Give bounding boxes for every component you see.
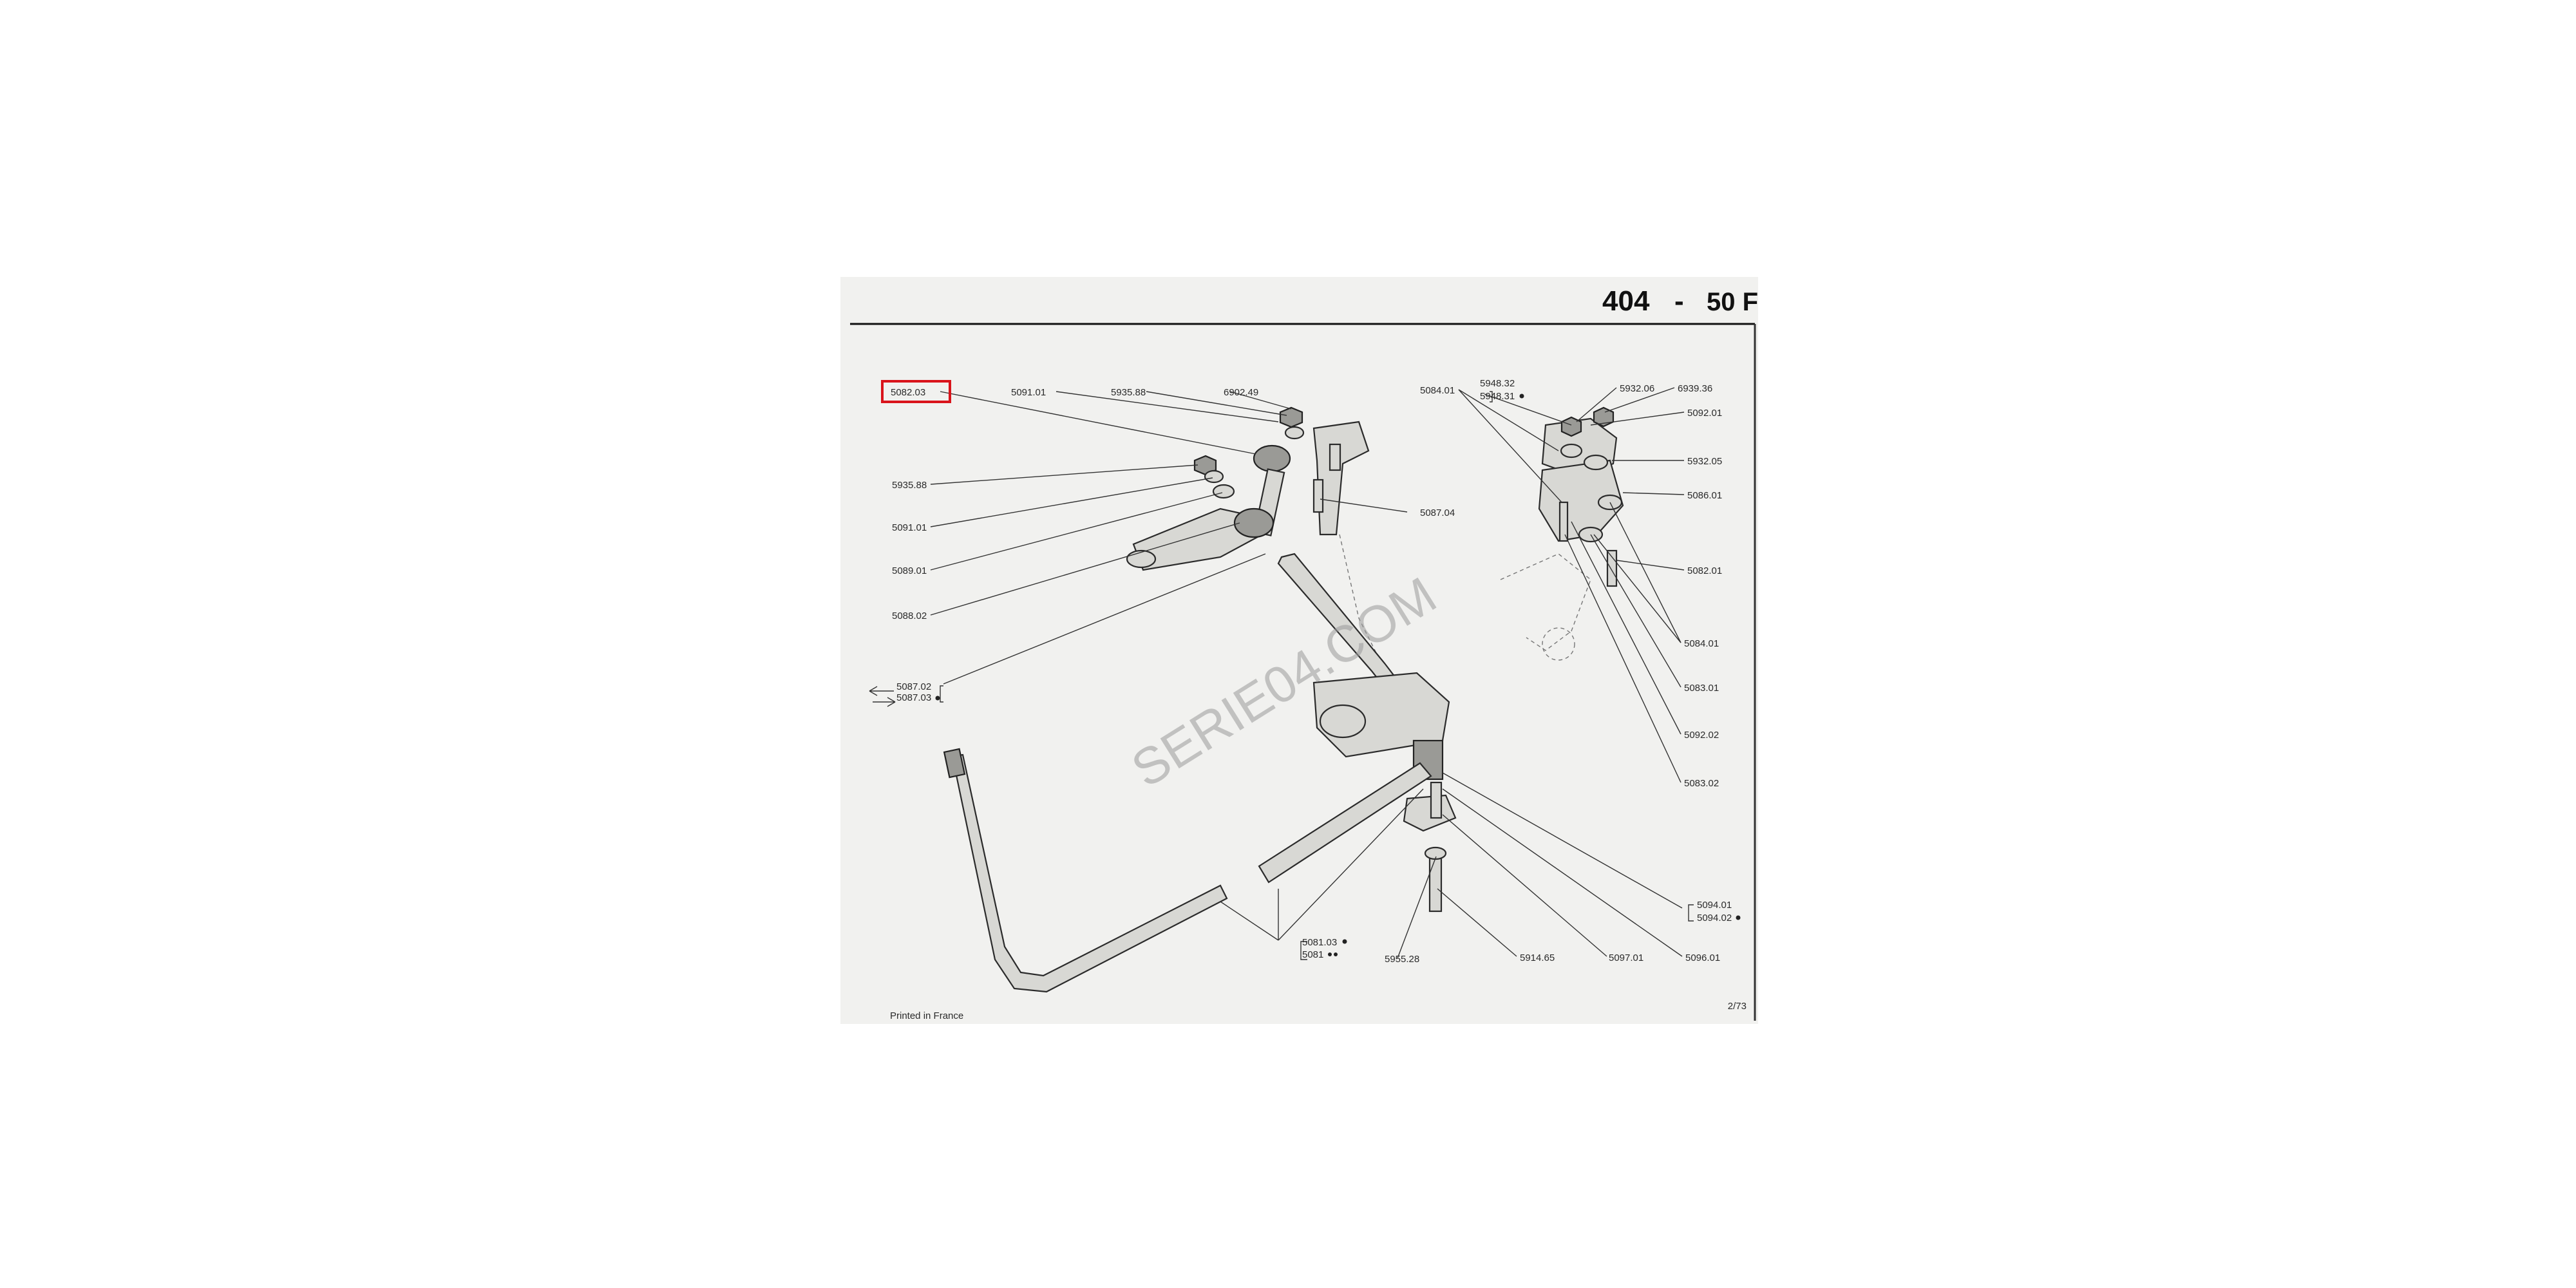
label-5083-02[interactable]: 5083.02 bbox=[1684, 778, 1719, 789]
right-stud-2 bbox=[1606, 549, 1618, 587]
label-5948-31[interactable]: 5948.31 bbox=[1480, 391, 1515, 402]
nut-left bbox=[1193, 455, 1217, 476]
header-separator: - bbox=[1674, 285, 1684, 317]
label-5948-32[interactable]: 5948.32 bbox=[1480, 378, 1515, 389]
housing-boss bbox=[1319, 704, 1367, 739]
right-ghost-arm bbox=[1500, 553, 1591, 651]
label-5087-03[interactable]: 5087.03 bbox=[896, 692, 931, 703]
plate-header: 404 - 50 F bbox=[850, 285, 1758, 1021]
rocker-arm-eye bbox=[1126, 549, 1157, 569]
label-5081-03[interactable]: 5081.03 bbox=[1302, 937, 1337, 948]
marker-dot-5948-31 bbox=[1519, 393, 1524, 399]
label-5084-01[interactable]: 5084.01 bbox=[1684, 638, 1719, 649]
label-5087-02[interactable]: 5087.02 bbox=[896, 681, 931, 692]
ball-joint bbox=[1253, 444, 1291, 473]
label-5086-01[interactable]: 5086.01 bbox=[1687, 490, 1722, 501]
marker-dot-5081-03 bbox=[1342, 939, 1347, 944]
lever-thread bbox=[943, 748, 966, 779]
right-stud-1 bbox=[1558, 501, 1569, 542]
label-brackets bbox=[869, 391, 1694, 960]
label-6939-36[interactable]: 6939.36 bbox=[1678, 383, 1712, 394]
bolt-top bbox=[1329, 443, 1341, 471]
bent-lever bbox=[948, 753, 1228, 993]
label-5935-88-top[interactable]: 5935.88 bbox=[1111, 387, 1146, 398]
marker-dot-5081-a bbox=[1328, 952, 1332, 956]
printed-note: Printed in France bbox=[890, 1010, 963, 1021]
label-5932-05[interactable]: 5932.05 bbox=[1687, 456, 1722, 467]
cross-shaft bbox=[1258, 762, 1432, 884]
upper-bracket bbox=[1312, 421, 1370, 536]
washer-left-1 bbox=[1204, 469, 1224, 484]
bracket-outline bbox=[1339, 534, 1379, 658]
model-number: 404 bbox=[1602, 285, 1650, 317]
label-5097-01[interactable]: 5097.01 bbox=[1609, 952, 1643, 963]
leader-lines bbox=[930, 387, 1685, 959]
label-5914-65[interactable]: 5914.65 bbox=[1520, 952, 1555, 963]
part-labels: 5082.03 5091.01 5935.88 6902.49 5935.88 … bbox=[881, 378, 1741, 965]
clamp-bolt bbox=[1430, 781, 1443, 819]
marker-dot-5081-b bbox=[1334, 952, 1338, 956]
label-5091-01[interactable]: 5091.01 bbox=[892, 522, 927, 533]
label-5081[interactable]: 5081 bbox=[1302, 949, 1323, 960]
bolt-mid bbox=[1312, 478, 1324, 513]
label-6902-49[interactable]: 6902.49 bbox=[1224, 387, 1258, 398]
page-number: 2/73 bbox=[1728, 1001, 1747, 1012]
marker-dot-5087-03 bbox=[935, 696, 940, 701]
label-5094-02[interactable]: 5094.02 bbox=[1697, 913, 1732, 923]
label-5935-88[interactable]: 5935.88 bbox=[892, 480, 927, 491]
label-5955-28[interactable]: 5955.28 bbox=[1385, 954, 1419, 965]
right-nut-1 bbox=[1560, 416, 1582, 437]
drawing bbox=[943, 406, 1624, 993]
plate-code: 50 F bbox=[1707, 288, 1758, 316]
label-5932-06[interactable]: 5932.06 bbox=[1620, 383, 1654, 394]
label-5094-01[interactable]: 5094.01 bbox=[1697, 900, 1732, 911]
label-5082-03[interactable]: 5082.03 bbox=[891, 387, 925, 398]
right-washer-2 bbox=[1583, 454, 1609, 471]
long-bolt bbox=[1428, 855, 1443, 913]
right-washer-1 bbox=[1560, 443, 1583, 459]
label-5082-01[interactable]: 5082.01 bbox=[1687, 565, 1722, 576]
washer-left-2 bbox=[1212, 484, 1235, 499]
marker-dot-5094-02 bbox=[1736, 915, 1741, 920]
link-bush bbox=[1233, 507, 1274, 538]
label-5096-01[interactable]: 5096.01 bbox=[1685, 952, 1720, 963]
label-5083-01[interactable]: 5083.01 bbox=[1684, 683, 1719, 694]
washer-top bbox=[1284, 426, 1305, 440]
label-5084-01-top[interactable]: 5084.01 bbox=[1420, 385, 1455, 396]
label-5092-02[interactable]: 5092.02 bbox=[1684, 730, 1719, 741]
right-ghost-eye bbox=[1542, 627, 1575, 661]
highlight-box bbox=[881, 380, 951, 403]
label-5087-04[interactable]: 5087.04 bbox=[1420, 507, 1455, 518]
label-5089-01[interactable]: 5089.01 bbox=[892, 565, 927, 576]
nut-top bbox=[1279, 406, 1303, 428]
label-5088-02[interactable]: 5088.02 bbox=[892, 611, 927, 621]
label-5091-01-top[interactable]: 5091.01 bbox=[1011, 387, 1046, 398]
label-5092-01[interactable]: 5092.01 bbox=[1687, 408, 1722, 419]
